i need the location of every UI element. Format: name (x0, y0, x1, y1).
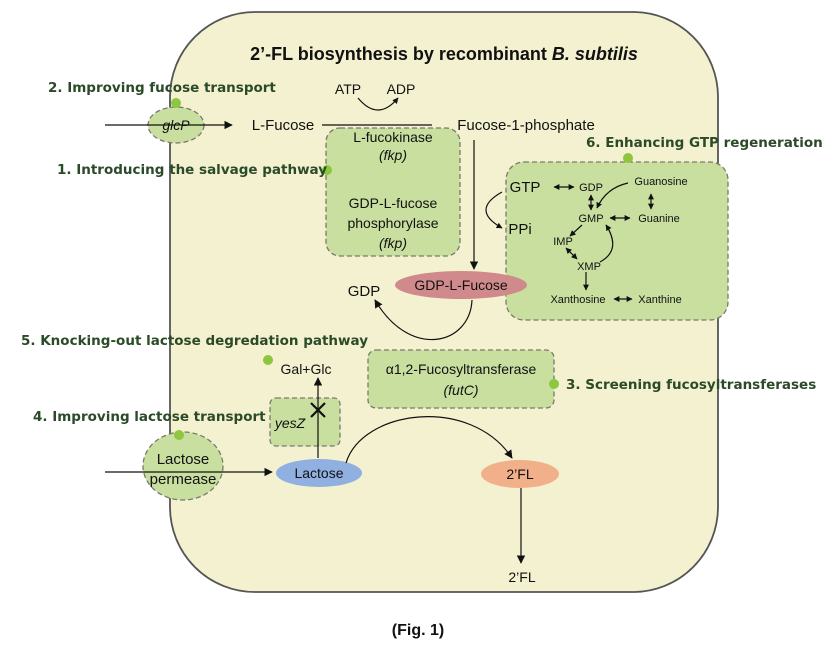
fkp-label-1: (fkp) (379, 147, 407, 163)
futc-label: (futC) (444, 382, 479, 398)
fucosyltransferase-module (367, 349, 555, 409)
glcp-label: glcP (162, 117, 190, 133)
gtp-regeneration-module (505, 161, 729, 321)
fkp-label-2: (fkp) (379, 235, 407, 251)
gdp-l-fucose-phosphorylase-label-1: GDP-L-fucose (349, 195, 438, 211)
yesz-module (269, 397, 341, 447)
guanosine-label: Guanosine (634, 176, 687, 188)
yesz-label: yesZ (274, 415, 306, 431)
fucose-1-phosphate-label: Fucose-1-phosphate (457, 117, 595, 134)
gtp-ppi-arrow (485, 191, 503, 229)
l-fucose-label: L-Fucose (252, 117, 315, 134)
xanthosine-label: Xanthosine (550, 294, 605, 306)
two-fl-outside-label: 2’FL (508, 569, 535, 585)
step-3-label: 3. Screening fucosyltransferases (566, 377, 816, 393)
step-5-dot (263, 355, 273, 365)
step-4-dot (174, 430, 184, 440)
step-1-dot (322, 165, 332, 175)
figure-caption: (Fig. 1) (392, 622, 444, 639)
gal-glc-label: Gal+Glc (281, 361, 332, 377)
imp-label: IMP (553, 236, 573, 248)
gdp-release-arrow (374, 299, 473, 340)
gmp-imp-arrow (569, 224, 583, 237)
l-fucokinase-label: L-fucokinase (353, 129, 433, 145)
two-fl-inside-node (481, 460, 559, 488)
lactose-permease-label-2: permease (150, 471, 217, 488)
gtp-label: GTP (510, 179, 541, 196)
step-5-label: 5. Knocking-out lactose degredation path… (21, 333, 368, 349)
knockout-x-icon (310, 402, 326, 418)
xmp-label: XMP (577, 261, 601, 273)
two-fl-inside-label: 2’FL (506, 466, 533, 482)
fucosylation-arrow (345, 416, 513, 464)
diagram-title: 2’-FL biosynthesis by recombinant B. sub… (250, 44, 638, 64)
step-3-dot (549, 379, 559, 389)
atp-label: ATP (335, 81, 361, 97)
lactose-label: Lactose (294, 465, 343, 481)
lactose-permease-label-1: Lactose (157, 451, 210, 468)
ppi-label: PPi (508, 221, 531, 238)
step-1-label: 1. Introducing the salvage pathway (57, 162, 327, 178)
salvage-module (325, 127, 461, 257)
xanthine-label: Xanthine (638, 294, 681, 306)
step-2-dot (171, 98, 181, 108)
gmp-label: GMP (578, 213, 603, 225)
atp-adp-arrow (357, 97, 399, 111)
gdp-label: GDP (348, 283, 381, 300)
gdp-l-fucose-label: GDP-L-Fucose (414, 277, 508, 293)
fucosyltransferase-label: α1,2-Fucosyltransferase (386, 361, 537, 377)
guanosine-gmp-arrow (596, 182, 629, 209)
gdp-l-fucose-node (395, 271, 527, 299)
adp-label: ADP (387, 81, 416, 97)
lactose-node (276, 459, 362, 487)
step-6-label: 6. Enhancing GTP regeneration (586, 135, 823, 151)
lactose-permease-transporter (142, 431, 224, 501)
imp-xmp-arrow (565, 247, 578, 260)
guanine-label: Guanine (638, 213, 680, 225)
step-4-label: 4. Improving lactose transport (33, 409, 266, 425)
step-2-label: 2. Improving fucose transport (48, 80, 276, 96)
gdp-small-label: GDP (579, 182, 603, 194)
step-6-dot (623, 153, 633, 163)
xmp-gmp-arrow (599, 224, 614, 263)
gdp-l-fucose-phosphorylase-label-2: phosphorylase (347, 215, 438, 231)
